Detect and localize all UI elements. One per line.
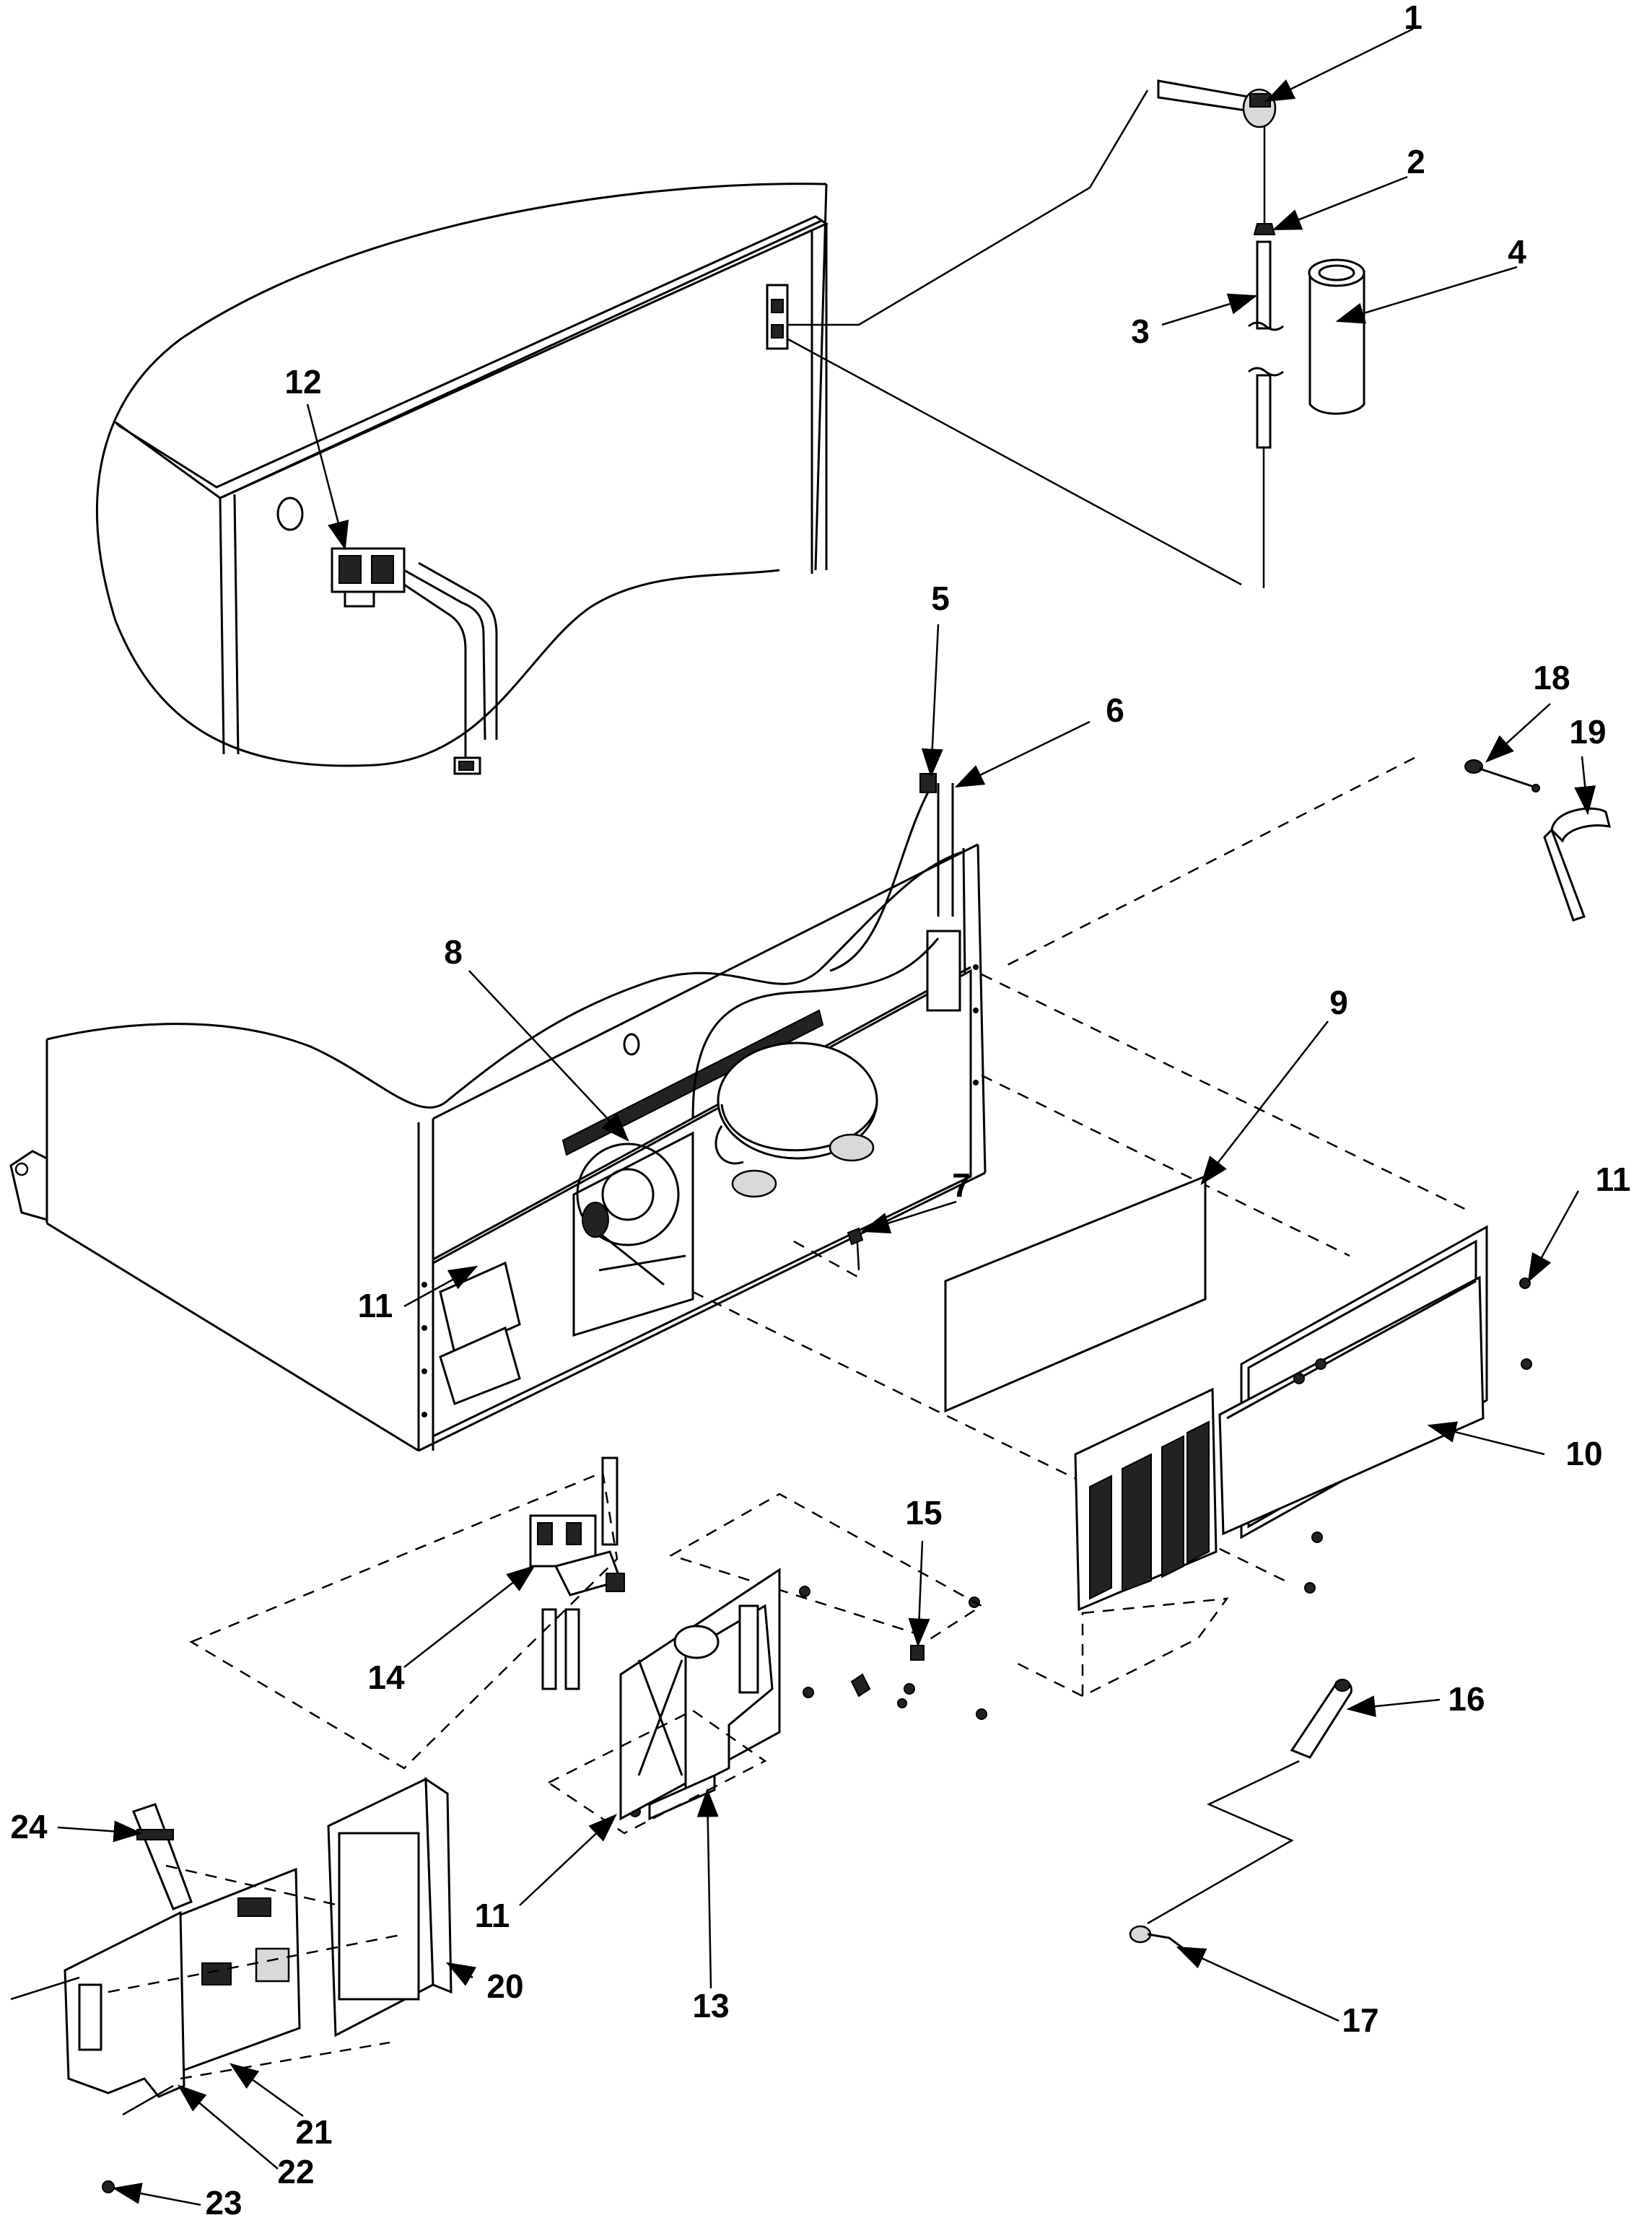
callout-8: 8 xyxy=(444,933,463,971)
part-4-assembly xyxy=(1308,258,1365,415)
part-21-board xyxy=(175,1867,301,2074)
part-12-assembly xyxy=(331,547,498,775)
callout-22: 22 xyxy=(277,2153,314,2190)
part-16-filter xyxy=(1290,1679,1352,1759)
callout-11-bottom: 11 xyxy=(475,1897,510,1934)
part-9-block xyxy=(944,1174,1207,1413)
callout-7: 7 xyxy=(952,1166,971,1204)
leader-lines xyxy=(57,27,1596,2206)
part-17-fitting xyxy=(1129,1925,1184,1950)
callout-13: 13 xyxy=(692,1987,729,2024)
callout-16: 16 xyxy=(1448,1680,1485,1718)
part-23-screw xyxy=(102,2180,115,2193)
callout-12: 12 xyxy=(284,363,321,401)
part-18-19-tube xyxy=(1464,759,1612,922)
part-7-screw xyxy=(847,1227,864,1271)
part-20-box xyxy=(327,1777,453,2037)
part-15-clip xyxy=(850,1645,925,1708)
callout-11-left: 11 xyxy=(358,1287,393,1324)
upper-cabinet xyxy=(95,183,829,767)
callout-24: 24 xyxy=(10,1808,48,1845)
part-14-valve xyxy=(529,1456,625,1690)
part-3-assembly xyxy=(1248,240,1284,588)
callout-18: 18 xyxy=(1533,659,1570,696)
callout-6: 6 xyxy=(1106,691,1124,729)
part-24-connector xyxy=(132,1803,193,1910)
lower-cabinet xyxy=(9,773,987,1452)
callout-17: 17 xyxy=(1342,2001,1378,2039)
part-10-grille xyxy=(1218,1225,1488,1539)
callout-14: 14 xyxy=(367,1659,405,1696)
callout-10: 10 xyxy=(1565,1435,1602,1472)
callout-11-right: 11 xyxy=(1596,1161,1631,1198)
part-2-assembly xyxy=(1253,223,1276,235)
frame-dots xyxy=(421,964,979,1417)
part-1-assembly xyxy=(1157,79,1277,128)
part-13-bracket xyxy=(619,1568,781,1821)
callout-21: 21 xyxy=(295,2113,332,2151)
callout-4: 4 xyxy=(1508,233,1526,271)
callout-2: 2 xyxy=(1407,143,1425,180)
callout-15: 15 xyxy=(905,1494,942,1532)
part-22-bracket xyxy=(64,1910,185,2098)
callout-5: 5 xyxy=(931,580,950,617)
callout-labels: 1 2 3 4 5 6 7 8 9 10 11 11 11 12 13 14 1… xyxy=(10,0,1630,2215)
front-grille xyxy=(1074,1387,1218,1612)
callout-19: 19 xyxy=(1569,713,1606,751)
callout-1: 1 xyxy=(1404,0,1422,36)
callout-3: 3 xyxy=(1131,313,1150,350)
callout-23: 23 xyxy=(205,2184,242,2215)
callout-9: 9 xyxy=(1329,984,1348,1021)
callout-20: 20 xyxy=(486,1967,523,2005)
